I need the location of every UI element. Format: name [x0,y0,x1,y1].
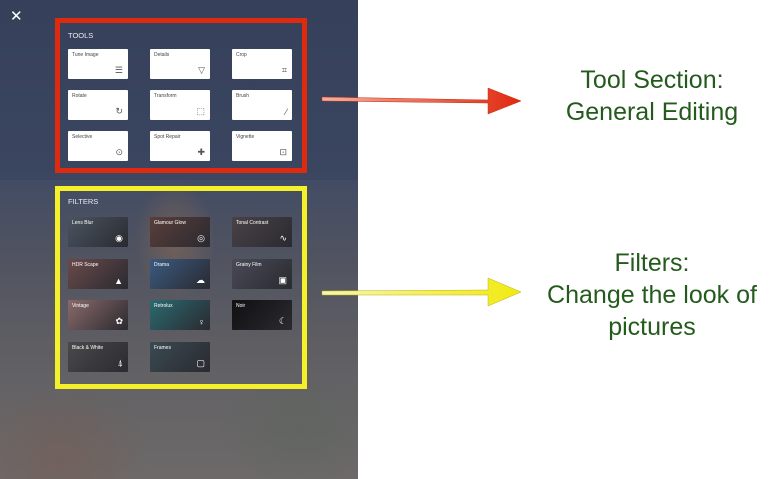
tool-label: Crop [236,52,247,58]
tools-heading: TOOLS [68,31,94,40]
editor-panel: ✕ TOOLS FILTERS Tune Image ☰ Details ▽ Crop ⌗… [0,0,358,479]
tool-card-vignette[interactable]: Vignette ⊡ [232,131,292,161]
filter-card-grainy-film[interactable]: Grainy Film ▣ [232,258,292,289]
vignette-icon: ⊡ [279,147,287,157]
tool-label: Selective [72,134,93,140]
flower-icon: ✿ [115,316,123,326]
filter-card-tonal-contrast[interactable]: Tonal Contrast ∿ [232,217,292,247]
selective-icon: ⊙ [115,147,123,157]
tool-label: Transform [154,93,177,99]
cloud-icon: ☁ [196,274,205,285]
transform-icon: ⬚ [196,106,205,116]
eye-icon: ◎ [197,233,205,243]
tool-label: Tune Image [72,52,99,58]
crop-icon: ⌗ [281,65,287,75]
filter-card-frames[interactable]: Frames ▢ [150,341,210,372]
triangle-icon: ▽ [198,65,205,75]
tool-label: Rotate [72,93,87,99]
tool-card-tune-image[interactable]: Tune Image ☰ [68,49,128,79]
filter-label: Grainy Film [236,261,262,268]
filter-card-black-white[interactable]: Black & White ⍋ [68,341,128,372]
film-icon: ▣ [278,274,287,285]
tool-card-crop[interactable]: Crop ⌗ [232,49,292,79]
tool-card-rotate[interactable]: Rotate ↻ [68,90,128,120]
filter-card-glamour-glow[interactable]: Glamour Glow ◎ [150,217,210,247]
filter-label: Vintage [72,303,89,309]
filter-label: Frames [154,344,171,351]
filter-label: Noir [236,303,246,309]
tools-highlight-box [55,18,307,173]
tool-card-details[interactable]: Details ▽ [150,49,210,79]
mountain-icon: ▲ [114,275,123,286]
filter-card-retrolux[interactable]: Retrolux ♀ [150,300,210,330]
filters-arrow [321,277,522,307]
moon-icon: ☾ [278,316,287,326]
filter-label: Glamour Glow [154,220,186,226]
lens-blur-icon: ◉ [115,233,123,243]
close-icon[interactable]: ✕ [10,8,23,25]
tool-label: Vignette [236,134,255,140]
filter-label: Tonal Contrast [236,220,269,226]
tool-card-selective[interactable]: Selective ⊙ [68,131,128,161]
tool-label: Details [154,52,170,58]
filter-label: HDR Scape [72,261,99,268]
annotation-line: pictures [608,313,696,341]
tower-icon: ⍋ [117,357,123,368]
filter-card-hdr-scape[interactable]: HDR Scape ▲ [68,258,128,289]
tool-card-transform[interactable]: Transform ⬚ [150,90,210,120]
brush-icon: ⁄ [285,107,287,117]
filters-annotation: Filters: Change the look of pictures [512,247,783,343]
tools-arrow [321,87,522,115]
filter-card-noir[interactable]: Noir ☾ [232,300,292,330]
filter-label: Lens Blur [72,220,94,226]
annotation-line: Change the look of [547,281,757,309]
annotation-line: General Editing [565,98,739,126]
rotate-icon: ↻ [115,106,123,116]
filters-highlight-box [55,186,307,389]
sliders-icon: ☰ [114,65,123,75]
filter-label: Drama [154,261,170,268]
tool-label: Spot Repair [154,134,181,140]
filter-label: Black & White [72,344,104,351]
filters-heading: FILTERS [68,197,99,206]
bandage-icon: ✚ [197,147,205,157]
tools-annotation: Tool Section: General Editing [512,64,783,128]
tool-card-brush[interactable]: Brush ⁄ [232,90,292,120]
annotation-line: Tool Section: [580,66,724,94]
pulse-icon: ∿ [279,233,287,243]
filter-card-drama[interactable]: Drama ☁ [150,258,210,289]
filter-label: Retrolux [154,303,173,309]
annotation-line: Filters: [614,249,690,277]
lamp-icon: ♀ [198,317,205,327]
filter-card-vintage[interactable]: Vintage ✿ [68,300,128,330]
tool-label: Brush [236,93,250,99]
filter-card-lens-blur[interactable]: Lens Blur ◉ [68,217,128,247]
tool-card-spot-repair[interactable]: Spot Repair ✚ [150,131,210,161]
frame-icon: ▢ [196,357,205,368]
